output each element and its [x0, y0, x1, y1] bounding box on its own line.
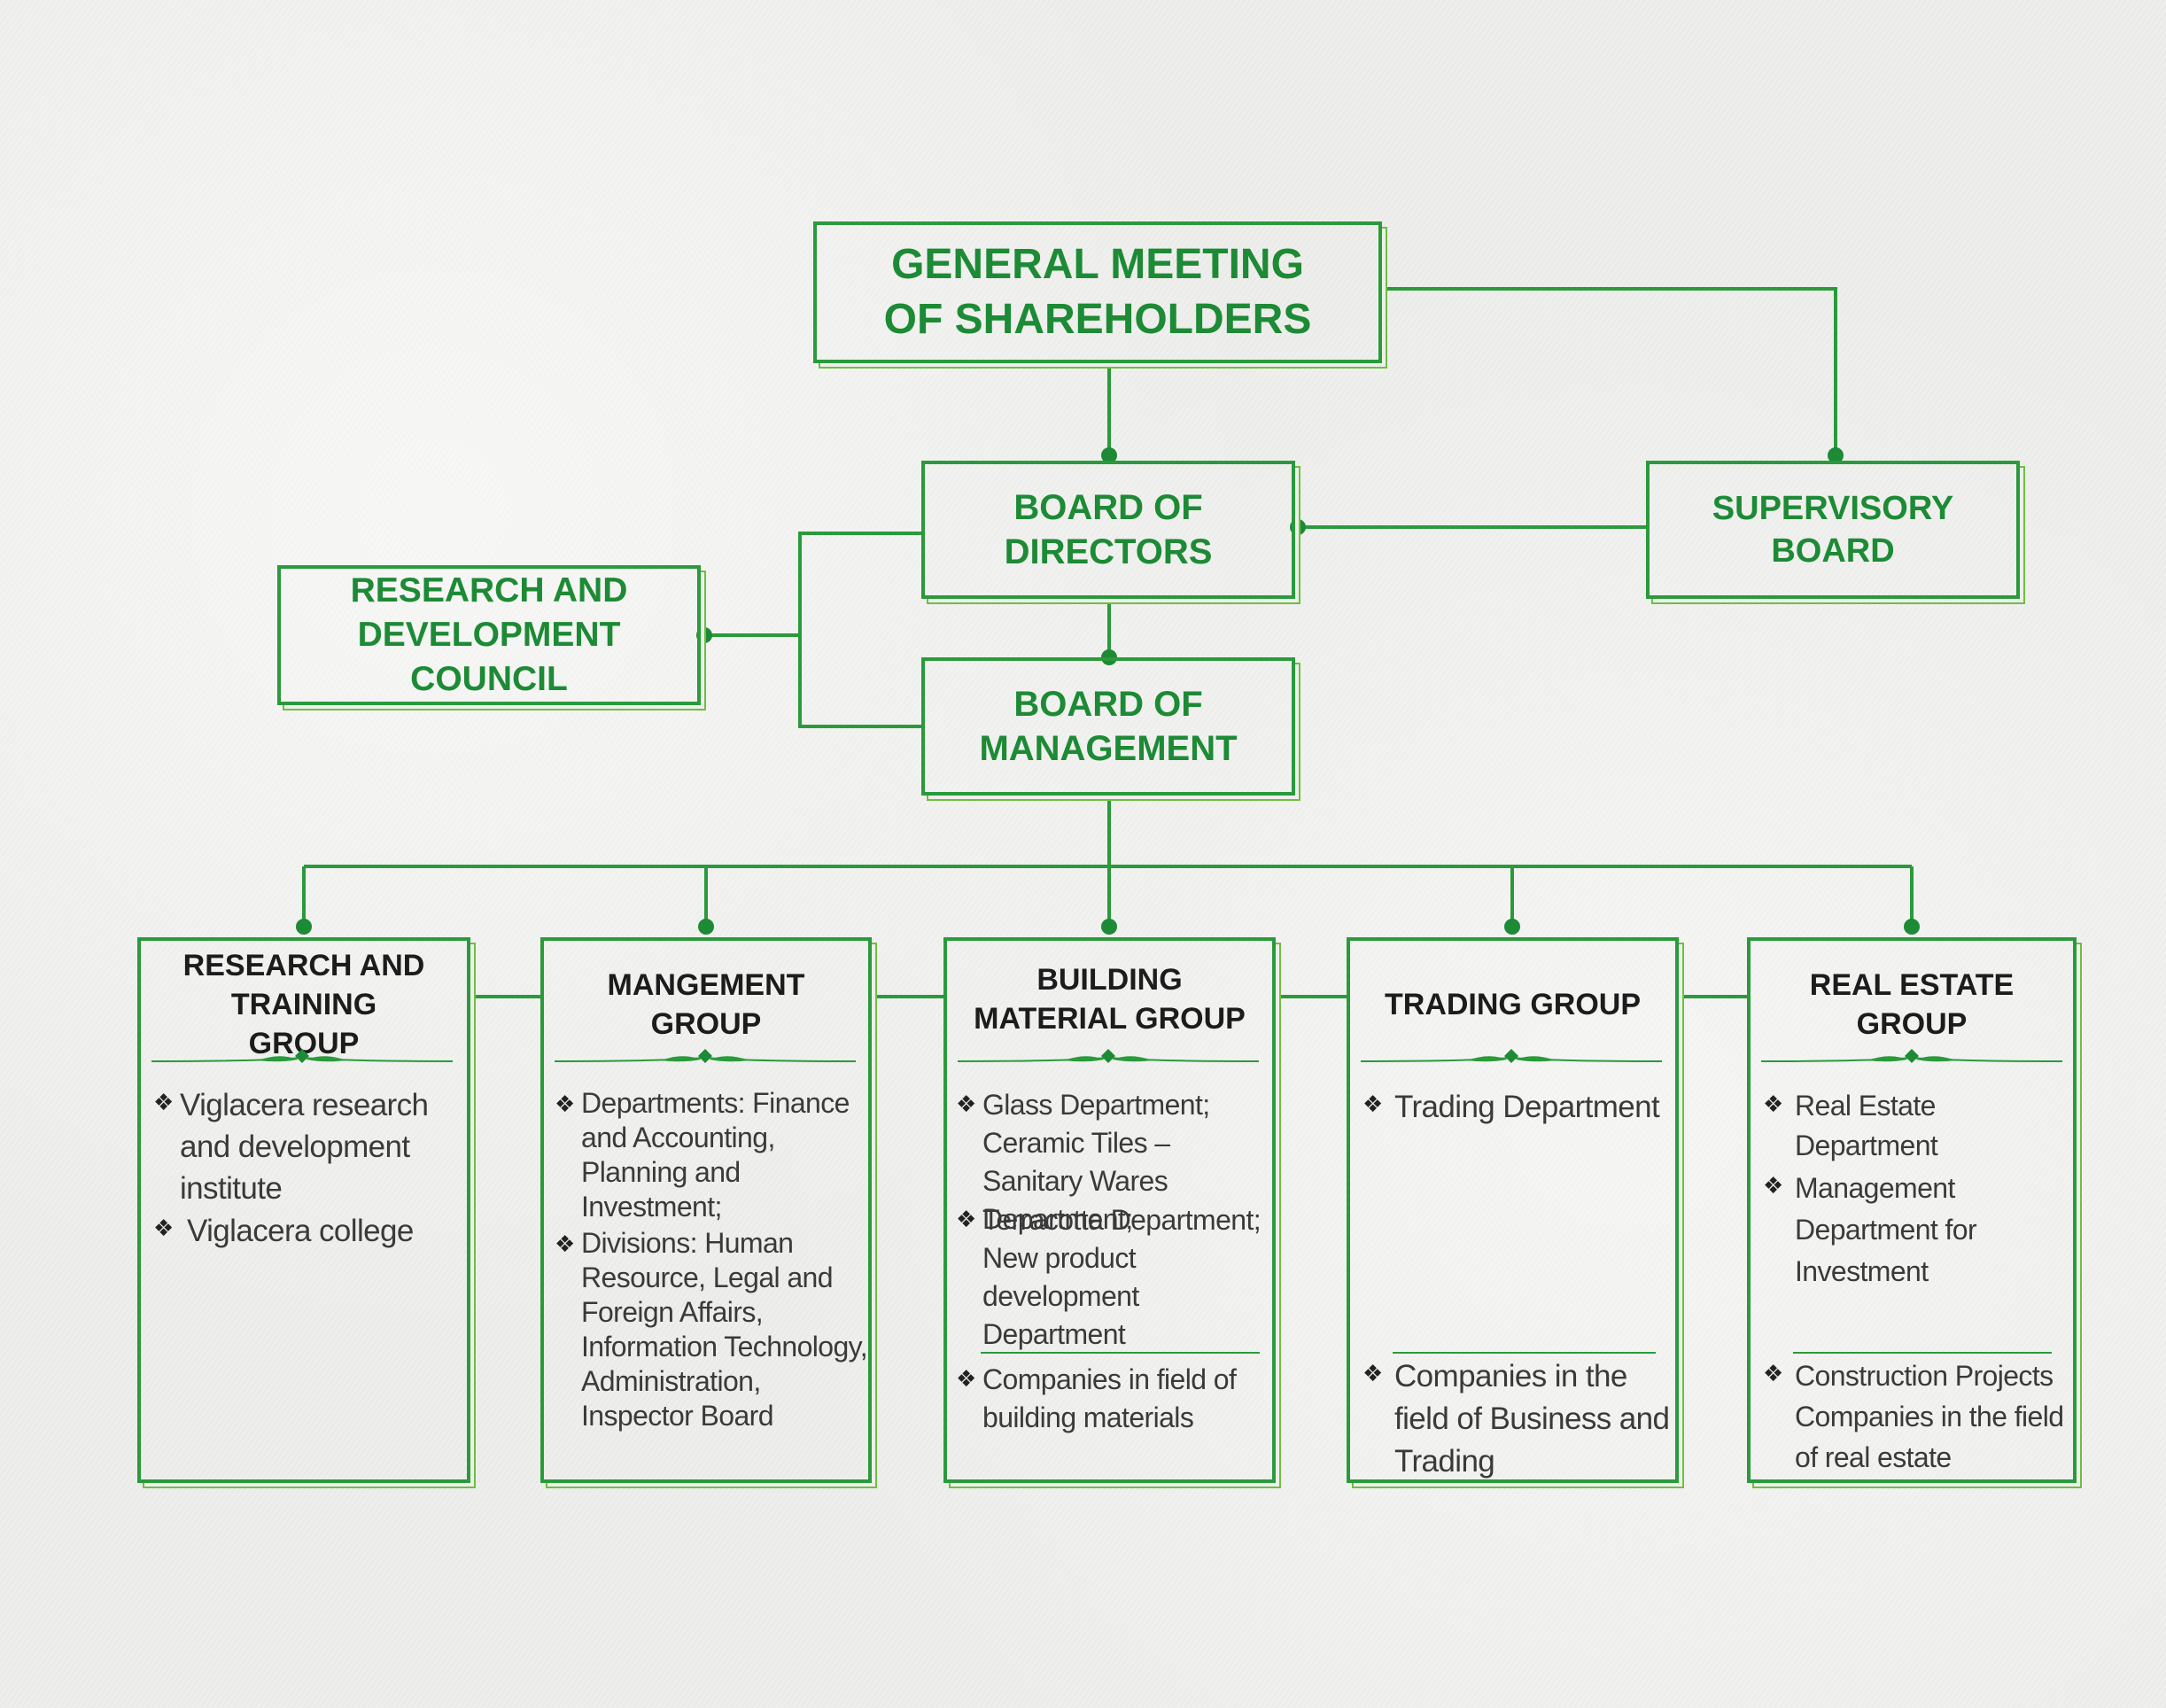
research-council-box: RESEARCH AND DEVELOPMENT COUNCIL: [277, 565, 701, 705]
group-title: REAL ESTATE GROUP: [1809, 968, 2015, 1041]
bullet-icon: ❖: [956, 1365, 976, 1392]
general-meeting-box: GENERAL MEETING OF SHAREHOLDERS: [813, 221, 1382, 363]
group-box-management: MANGEMENT GROUP ❖ Departments: Finance a…: [540, 937, 872, 1483]
leaf-divider: [1761, 1049, 2062, 1063]
leaf-divider: [151, 1049, 453, 1063]
bullet-icon: ❖: [1763, 1360, 1783, 1386]
section-separator: [981, 1352, 1260, 1354]
bullet-icon: ❖: [555, 1091, 575, 1117]
board-of-directors-box: BOARD OF DIRECTORS: [921, 461, 1295, 599]
leaf-divider: [958, 1049, 1259, 1063]
leaf-divider: [555, 1049, 856, 1063]
bullet-icon: ❖: [1763, 1172, 1783, 1199]
bullet-icon: ❖: [956, 1206, 976, 1232]
board-of-management-box: BOARD OF MANAGEMENT: [921, 657, 1295, 796]
group-box-trading: TRADING GROUP ❖ Trading Department ❖ Com…: [1347, 937, 1679, 1483]
bullet-icon: ❖: [956, 1091, 976, 1117]
list-item: ❖ Companies in the field of Business and…: [1362, 1355, 1673, 1483]
group-title: MANGEMENT GROUP: [607, 968, 805, 1041]
board-of-directors-label: BOARD OF DIRECTORS: [1004, 488, 1213, 571]
group-title: RESEARCH AND TRAINING GROUP: [182, 949, 425, 1060]
leaf-divider: [1361, 1049, 1662, 1063]
bullet-icon: ❖: [555, 1231, 575, 1257]
supervisory-board-label: SUPERVISORY BOARD: [1712, 490, 1954, 570]
section-separator: [1793, 1352, 2052, 1354]
list-item: ❖ Departments: Finance and Accounting, P…: [555, 1087, 850, 1223]
bullet-icon: ❖: [153, 1089, 174, 1115]
board-of-management-label: BOARD OF MANAGEMENT: [979, 685, 1238, 768]
group-box-research-training: RESEARCH AND TRAINING GROUP ❖ Viglacera …: [137, 937, 470, 1483]
bullet-icon: ❖: [1362, 1091, 1383, 1117]
list-item: ❖ Trading Department: [1362, 1086, 1673, 1128]
list-item: ❖ Companies in field of building materia…: [956, 1361, 1262, 1437]
bullet-icon: ❖: [153, 1215, 174, 1241]
list-item: ❖ Glass Department; Ceramic Tiles – Sani…: [956, 1086, 1277, 1238]
bullet-icon: ❖: [1362, 1360, 1383, 1386]
section-separator: [1393, 1352, 1656, 1354]
list-item: ❖ Viglacera research and development ins…: [153, 1084, 454, 1209]
group-box-building-material: BUILDING MATERIAL GROUP ❖ Glass Departme…: [943, 937, 1276, 1483]
research-council-label: RESEARCH AND DEVELOPMENT COUNCIL: [350, 571, 628, 698]
supervisory-board-box: SUPERVISORY BOARD: [1646, 461, 2020, 599]
list-item: ❖ Construction Projects Companies in the…: [1763, 1355, 2073, 1478]
general-meeting-label: GENERAL MEETING OF SHAREHOLDERS: [883, 241, 1312, 343]
list-item: ❖ Divisions: Human Resource, Legal and F…: [555, 1227, 868, 1432]
bullet-icon: ❖: [1763, 1091, 1783, 1117]
group-title: TRADING GROUP: [1385, 988, 1641, 1021]
list-item: ❖ Management Department for Investment: [1763, 1168, 2064, 1293]
list-item: ❖ Real Estate Department: [1763, 1086, 2064, 1166]
group-title: BUILDING MATERIAL GROUP: [974, 963, 1246, 1036]
list-item: ❖ Viglacera college: [153, 1210, 454, 1252]
list-item: ❖ Terracotta Department; New product dev…: [956, 1201, 1277, 1354]
group-box-real-estate: REAL ESTATE GROUP ❖ Real Estate Departme…: [1747, 937, 2077, 1483]
